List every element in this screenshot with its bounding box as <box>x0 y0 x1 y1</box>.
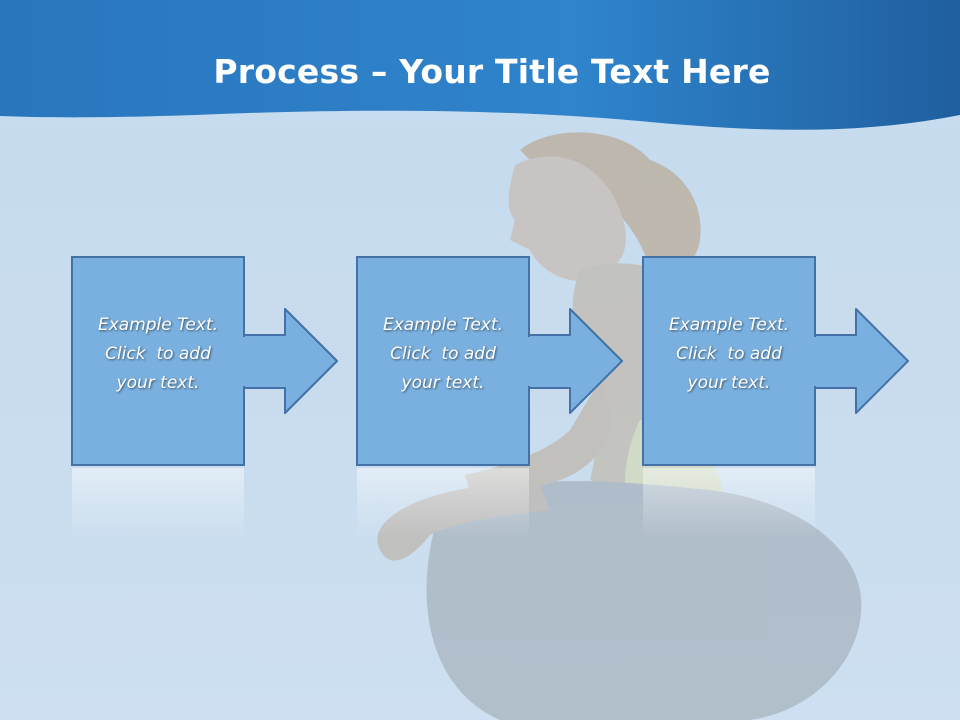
step-1-text[interactable]: Example Text. Click to add your text. <box>72 311 244 398</box>
step-2-text[interactable]: Example Text. Click to add your text. <box>357 311 529 398</box>
process-step-3[interactable] <box>642 256 909 466</box>
step-1-line-2: Click to add <box>105 344 211 364</box>
step-2-line-2: Click to add <box>390 344 496 364</box>
step-1-line-1: Example Text. <box>97 315 219 335</box>
step-2-line-3: your text. <box>401 373 485 393</box>
process-step-1[interactable] <box>71 256 338 466</box>
process-step-2[interactable] <box>356 256 623 466</box>
title-bold: Process <box>213 52 360 91</box>
title-rest: – Your Title Text Here <box>359 52 771 91</box>
header-wave <box>0 0 960 130</box>
step-3-line-3: your text. <box>687 373 771 393</box>
step-3-line-2: Click to add <box>676 344 782 364</box>
step-3-text[interactable]: Example Text. Click to add your text. <box>643 311 815 398</box>
step-2-line-1: Example Text. <box>382 315 504 335</box>
reflections <box>72 468 815 538</box>
step-1-line-3: your text. <box>116 373 200 393</box>
step-3-line-1: Example Text. <box>668 315 790 335</box>
slide-title: Process – Your Title Text Here <box>0 52 960 91</box>
